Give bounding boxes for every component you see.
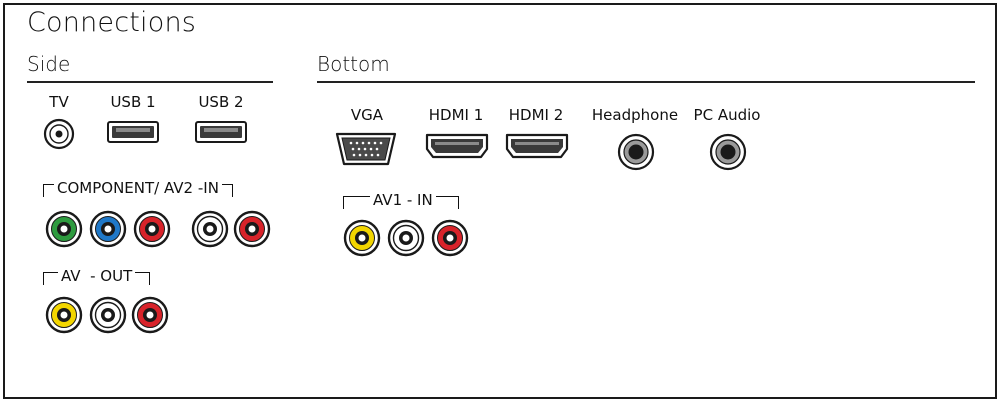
rca-red-icon	[131, 296, 169, 334]
rca-yellow-icon	[45, 296, 83, 334]
component-av2-in-label: COMPONENT/ AV2 -IN	[57, 179, 219, 197]
bottom-section-title: Bottom	[317, 52, 390, 76]
av1-in-audio-left-jack	[387, 219, 425, 257]
rca-red-icon	[431, 219, 469, 257]
bracket-right-arm	[435, 196, 459, 209]
pc-audio-label: PC Audio	[693, 106, 761, 124]
bracket-left-arm	[343, 196, 370, 209]
rca-white-icon	[191, 210, 229, 248]
bracket-right-arm	[135, 272, 151, 285]
hdmi2-port	[505, 133, 569, 159]
usb2-label: USB 2	[198, 93, 244, 111]
hdmi1-label: HDMI 1	[428, 106, 484, 124]
pc-audio-jack-icon	[709, 133, 747, 171]
component-pr-jack	[133, 210, 171, 248]
hdmi1-port	[425, 133, 489, 159]
side-section-rule	[27, 81, 273, 83]
av-out-video-jack	[45, 296, 83, 334]
av-out-bracket: AV - OUT	[43, 265, 151, 287]
bottom-section-rule	[317, 81, 975, 83]
page-title: Connections	[27, 7, 197, 38]
av-out-audio-right-jack	[131, 296, 169, 334]
rca-yellow-icon	[343, 219, 381, 257]
av2-audio-left-jack	[191, 210, 229, 248]
rca-blue-icon	[89, 210, 127, 248]
component-av2-in-bracket: COMPONENT/ AV2 -IN	[43, 177, 233, 199]
rca-green-icon	[45, 210, 83, 248]
av1-in-audio-right-jack	[431, 219, 469, 257]
bracket-left-arm	[43, 184, 54, 197]
usb2-port	[195, 121, 247, 143]
tv-antenna-port	[43, 118, 75, 150]
rca-white-icon	[89, 296, 127, 334]
headphone-jack-icon	[617, 133, 655, 171]
hdmi-port-icon	[425, 133, 489, 159]
av2-audio-right-jack	[233, 210, 271, 248]
vga-label: VGA	[350, 106, 384, 124]
hdmi-port-icon	[505, 133, 569, 159]
av1-in-label: AV1 - IN	[373, 191, 433, 209]
usb-port-icon	[107, 121, 159, 143]
usb1-port	[107, 121, 159, 143]
av-out-label: AV - OUT	[61, 267, 133, 285]
vga-port-icon	[335, 132, 397, 166]
usb-port-icon	[195, 121, 247, 143]
rca-red-icon	[233, 210, 271, 248]
component-y-jack	[45, 210, 83, 248]
rca-red-icon	[133, 210, 171, 248]
pc-audio-jack	[709, 133, 747, 171]
bracket-left-arm	[43, 272, 58, 285]
hdmi2-label: HDMI 2	[508, 106, 564, 124]
usb1-label: USB 1	[110, 93, 156, 111]
tv-label: TV	[49, 93, 69, 111]
vga-port	[335, 132, 397, 166]
coax-port-icon	[43, 118, 75, 150]
component-pb-jack	[89, 210, 127, 248]
bracket-right-arm	[221, 184, 233, 197]
av1-in-bracket: AV1 - IN	[343, 189, 459, 211]
av1-in-video-jack	[343, 219, 381, 257]
side-section-title: Side	[27, 52, 71, 76]
rca-white-icon	[387, 219, 425, 257]
av-out-audio-left-jack	[89, 296, 127, 334]
headphone-jack	[617, 133, 655, 171]
connections-panel: Connections Side Bottom TV USB 1 USB 2	[3, 3, 997, 399]
headphone-label: Headphone	[591, 106, 679, 124]
